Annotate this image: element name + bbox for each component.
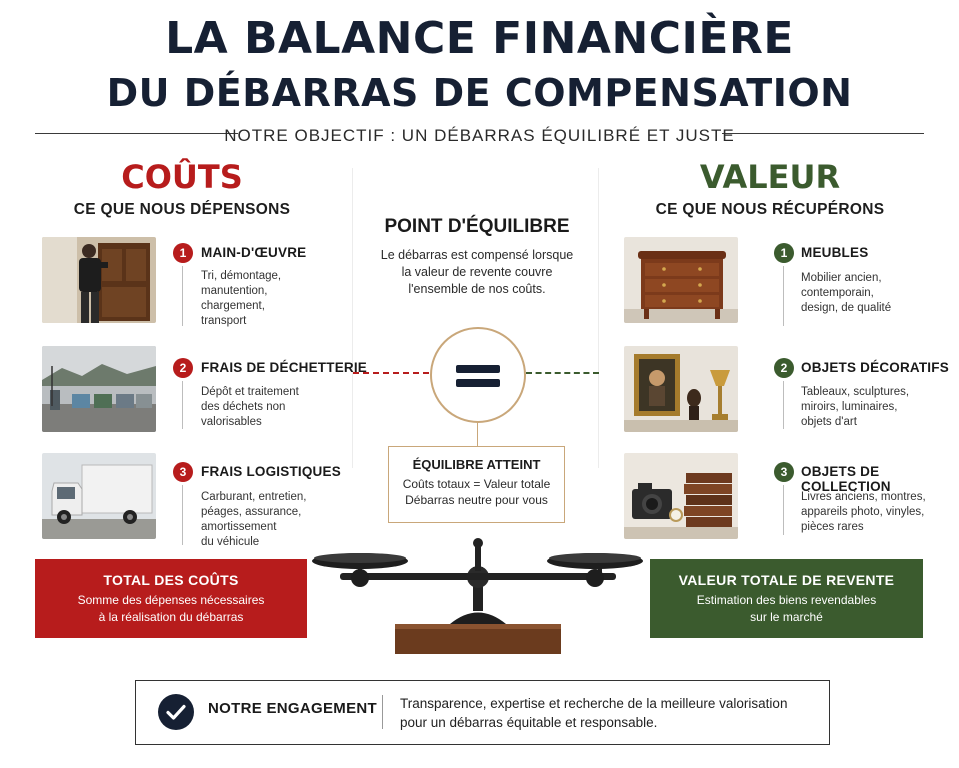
center-separator-left [352,168,353,468]
value-item-1-desc: Mobilier ancien,contemporain, design, de… [801,272,892,314]
value-item-1-number: 1 [774,243,794,263]
cost-item-1-line [182,266,183,326]
balance-reached-title: ÉQUILIBRE ATTEINT [412,457,541,472]
cost-connector-line [353,372,429,374]
value-item-3-desc: Livres anciens, montres,appareils photo,… [801,491,926,533]
cost-item-2-line [182,381,183,429]
costs-heading: COÛTS [121,158,243,196]
equilibrium-title: POINT D'ÉQUILIBRE [384,216,570,237]
value-subheading: CE QUE NOUS RÉCUPÉRONS [655,201,885,218]
cost-item-3-title: FRAIS LOGISTIQUES [201,464,341,479]
value-item-3-number: 3 [774,462,794,482]
engagement-divider [382,695,383,729]
balance-scale [312,538,643,654]
cost-item-3-number: 3 [173,462,193,482]
cost-item-2-title: FRAIS DE DÉCHETTERIE [201,360,368,375]
total-costs-title: TOTAL DES COÛTS [103,572,239,588]
value-item-2-line [783,381,784,429]
cost-item-3-desc: Carburant, entretien,péages, assurance, … [201,491,307,548]
divider-right [722,133,924,134]
truck-photo [42,453,156,539]
equals-circle [430,327,526,423]
center-separator-right [598,168,599,468]
decorative-objects-photo [624,346,738,432]
objective-text: NOTRE OBJECTIF : UN DÉBARRAS ÉQUILIBRÉ E… [224,126,735,145]
collectibles-photo [624,453,738,539]
furniture-photo [624,237,738,323]
engagement-desc: Transparence, expertise et recherche de … [400,696,788,730]
value-item-1-title: MEUBLES [801,245,869,260]
cost-item-2-number: 2 [173,358,193,378]
divider-left [35,133,238,134]
equals-icon [456,365,500,387]
total-value-title: VALEUR TOTALE DE REVENTE [678,572,895,588]
check-circle-icon [158,694,194,730]
value-item-2-title: OBJETS DÉCORATIFS [801,360,949,375]
engagement-box: NOTRE ENGAGEMENT Transparence, expertise… [135,680,830,745]
balance-reached-box: ÉQUILIBRE ATTEINT Coûts totaux = Valeur … [388,446,565,523]
page-title-line2: DU DÉBARRAS DE COMPENSATION [106,71,853,115]
eq-connector [477,421,478,446]
waste-facility-photo [42,346,156,432]
total-value-box: VALEUR TOTALE DE REVENTE Estimation des … [650,559,923,638]
engagement-title: NOTRE ENGAGEMENT [208,700,377,717]
value-item-1-line [783,266,784,326]
value-item-3-title: OBJETS DE COLLECTION [801,464,891,494]
value-heading: VALEUR [699,158,841,196]
cost-item-3-line [182,485,183,545]
cost-item-1-desc: Tri, démontage,manutention, chargement,t… [201,270,282,327]
value-item-2-desc: Tableaux, sculptures,miroirs, luminaires… [801,386,910,428]
cost-item-1-number: 1 [173,243,193,263]
total-costs-box: TOTAL DES COÛTS Somme des dépenses néces… [35,559,307,638]
value-item-3-line [783,485,784,535]
page-title-line1: LA BALANCE FINANCIÈRE [165,13,794,64]
labour-photo [42,237,156,323]
cost-item-1-title: MAIN-D'ŒUVRE [201,245,307,260]
value-item-2-number: 2 [774,358,794,378]
value-connector-line [526,372,599,374]
costs-subheading: CE QUE NOUS DÉPENSONS [73,201,291,218]
